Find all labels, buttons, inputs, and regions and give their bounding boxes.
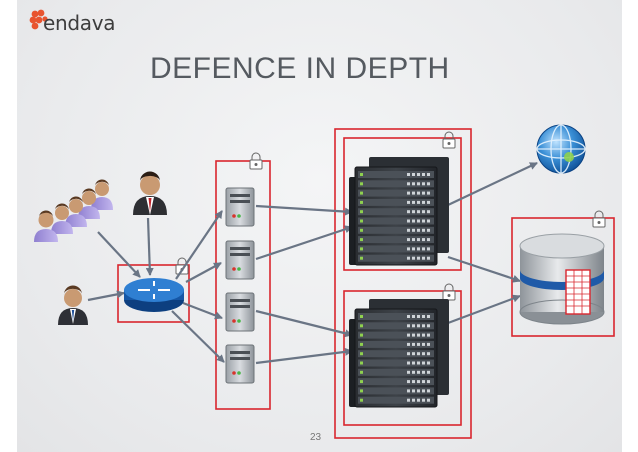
admin-user-icon (133, 171, 167, 215)
server-icon (225, 292, 255, 332)
lock-icon (442, 131, 456, 149)
arrow-web2-to-rack1 (255, 225, 353, 261)
brand-name: endava (43, 11, 116, 35)
arrow-router-to-web2 (185, 262, 222, 283)
database-icon (519, 233, 605, 325)
server-rack-icon (349, 157, 449, 266)
arrow-web3-to-rack2 (255, 309, 353, 338)
endava-logo-mark (29, 9, 48, 30)
slide-title: DEFENCE IN DEPTH (150, 52, 450, 85)
arrow-router-to-web3 (182, 301, 223, 320)
lock-icon (442, 283, 456, 301)
endava-logo (29, 9, 48, 30)
arrow-admin-to-router (145, 217, 154, 276)
page-number: 23 (310, 432, 322, 443)
arrow-rack2-to-database (447, 294, 521, 325)
arrow-rack1-to-database (447, 255, 521, 283)
router-icon (124, 278, 184, 312)
server-icon (225, 187, 255, 227)
database-table-icon (565, 269, 591, 315)
web-server-icons (225, 187, 255, 384)
server-rack-icon (349, 299, 449, 408)
arrow-group-to-router (97, 231, 141, 278)
database-zone (511, 217, 615, 337)
security-zones (117, 128, 615, 439)
arrow-router-to-web1 (175, 210, 223, 280)
globe-icon (536, 124, 586, 174)
app-tier-zone (334, 128, 472, 439)
remote-user-icon (58, 285, 88, 325)
arrow-remote-to-router (87, 290, 125, 302)
arrow-router-to-web4 (171, 310, 225, 363)
web-tier-zone (215, 160, 271, 410)
arrow-web1-to-rack1 (255, 204, 353, 216)
server-icon (225, 240, 255, 280)
lock-icon (249, 152, 263, 170)
lock-icon (592, 210, 606, 228)
rack-2-zone (343, 290, 462, 426)
connection-arrows (87, 162, 538, 365)
arrow-web4-to-rack2 (255, 347, 353, 365)
arrow-rack1-to-internet (447, 162, 538, 206)
user-group-icon (34, 179, 113, 242)
slide (17, 0, 622, 452)
rack-1-zone (343, 137, 462, 271)
server-icon (225, 344, 255, 384)
lock-icons (175, 131, 606, 301)
